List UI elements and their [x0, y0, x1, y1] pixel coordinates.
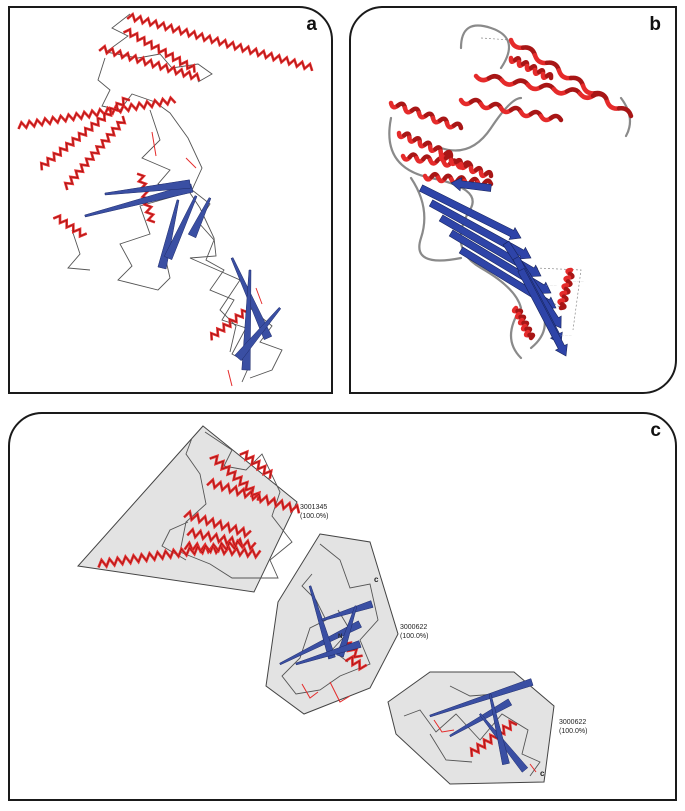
helix-edge	[41, 97, 130, 171]
strand-segment	[230, 257, 273, 341]
strand-segment	[234, 306, 282, 362]
helix-ribbon-segment	[527, 332, 536, 341]
c-terminus-label: c	[374, 575, 379, 584]
helix-ribbon-segment	[616, 105, 634, 119]
domain-id: 3000622	[559, 719, 586, 726]
helix-edge	[123, 29, 195, 73]
domain-label-3: 3000622 (100.0%)	[559, 719, 587, 735]
panel-b-label: b	[649, 14, 661, 35]
faint-annotations: — — — — — — — — —	[546, 279, 584, 337]
strand-segment	[308, 585, 336, 660]
helix-edge	[345, 656, 367, 670]
strand-segment	[187, 197, 212, 239]
n-terminus-label: N	[338, 634, 342, 640]
panel-a: a	[8, 6, 333, 394]
panel-a-structure	[17, 11, 314, 387]
sheet-arrow	[418, 184, 522, 240]
domain-2-coil-red	[301, 681, 351, 703]
strand-segment	[163, 195, 198, 261]
panel-b-ribbon: — — — — — — — — —	[388, 24, 634, 360]
sheet-ribbons	[418, 177, 568, 357]
svg-text:— — —: — — —	[573, 279, 584, 283]
panel-b: b — — — — — — — — —	[349, 6, 677, 394]
helix-edge	[209, 455, 260, 501]
beta-strands	[279, 585, 534, 773]
helix-edge	[127, 13, 313, 71]
strand-segment	[295, 640, 362, 666]
domain-percent: (100.0%)	[559, 728, 587, 735]
domain-label-1: 3001345 (100.0%)	[300, 504, 328, 520]
sheet-arrow	[450, 177, 492, 192]
domain-id: 3001345	[300, 504, 327, 511]
helix-edge	[211, 305, 249, 341]
helix-edge	[470, 720, 518, 757]
beta-strands	[84, 179, 282, 371]
helix-edge	[64, 115, 126, 191]
helix-edge	[187, 528, 256, 550]
panel-c: c 3001345 (	[8, 412, 677, 801]
sheet-arrow	[517, 267, 568, 357]
domain-percent: (100.0%)	[400, 633, 428, 640]
strand-segment	[321, 600, 374, 622]
domain-3-coil-red	[433, 719, 537, 773]
strand-segment	[279, 620, 362, 666]
helix-ribbon-segment	[558, 301, 567, 311]
helix-segment	[126, 11, 314, 72]
helix-ribbon-segment	[451, 121, 464, 131]
panel-c-label: c	[650, 420, 661, 441]
helix-edge	[98, 45, 200, 81]
helix-edge	[98, 540, 243, 568]
strand-segment	[488, 693, 510, 766]
strand-segment	[449, 698, 513, 738]
helix-edge	[18, 97, 176, 130]
domain-hull-2	[265, 533, 399, 715]
panel-a-label: a	[306, 14, 317, 35]
coil-highlight	[151, 131, 263, 387]
svg-text:— — —: — — —	[546, 283, 557, 287]
helix-ribbon-segment	[482, 178, 494, 187]
helix-ribbon-segment	[483, 169, 494, 179]
domain-1-coil	[161, 431, 293, 579]
panel-c-domains: 3001345 (100.0%) 3000622 (100.0%) 300062…	[77, 425, 587, 785]
dashed-gaps	[480, 37, 582, 331]
domain-percent: (100.0%)	[300, 513, 328, 520]
helix-edge	[53, 215, 87, 237]
helix-zigzags	[17, 11, 314, 341]
domain-hull-3	[387, 671, 555, 785]
strand-segment	[157, 199, 180, 270]
helix-ribbon-segment	[590, 91, 609, 101]
helix-zigzags	[97, 449, 518, 758]
helix-ribbon-segment	[548, 113, 564, 123]
svg-text:— — —: — — —	[561, 333, 572, 337]
strand-segment	[84, 183, 194, 218]
helix-ribbons	[388, 37, 634, 341]
helix-ribbon-segment	[544, 71, 554, 81]
helix-edge	[206, 479, 300, 514]
helix-edge	[342, 642, 363, 658]
strand-segment	[336, 605, 358, 658]
domain-label-2: 3000622 (100.0%)	[400, 624, 428, 640]
domain-id: 3000622	[400, 624, 427, 631]
strand-segment	[104, 179, 191, 196]
c-terminus-label: c	[540, 769, 545, 778]
helix-edge	[183, 511, 252, 537]
strand-segment	[429, 678, 534, 718]
helix-edge	[239, 451, 272, 479]
